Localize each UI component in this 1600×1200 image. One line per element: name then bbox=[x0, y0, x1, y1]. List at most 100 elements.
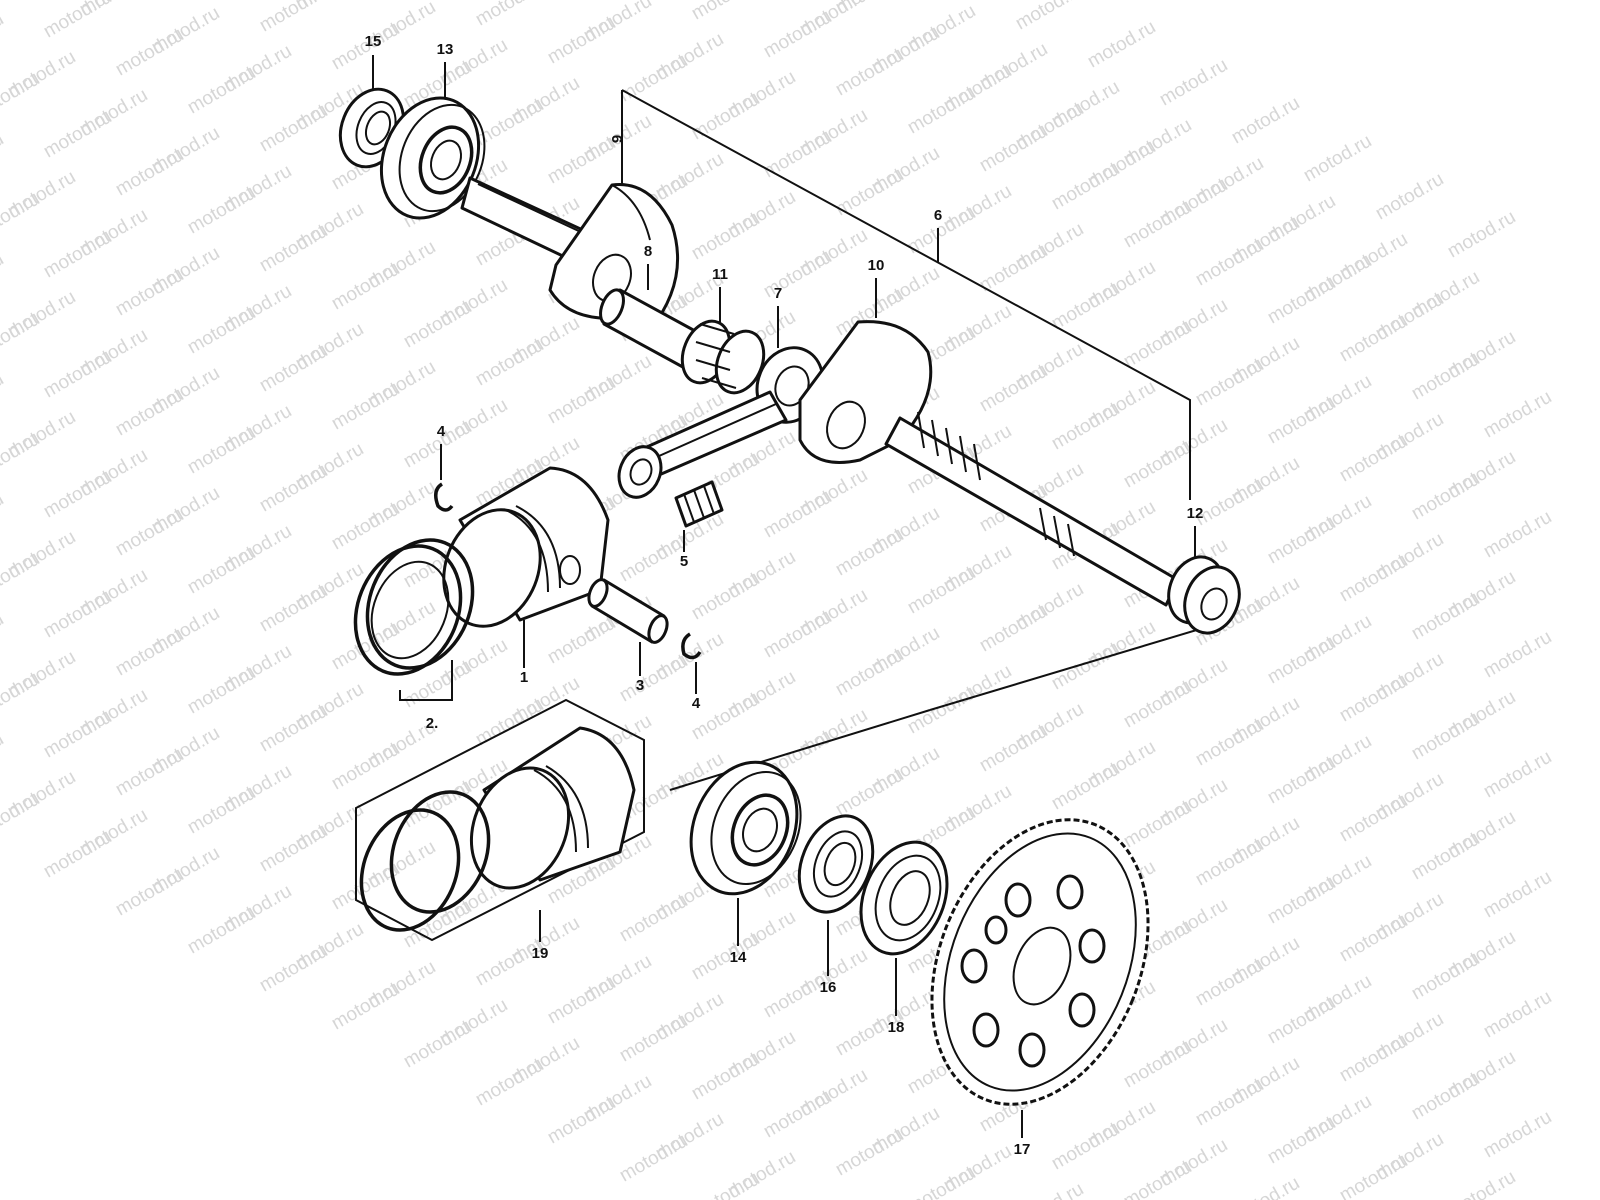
crank-half-right-10 bbox=[798, 320, 1180, 607]
watermark-text: motod.ru bbox=[1408, 589, 1483, 645]
watermark-text: motod.ru bbox=[544, 613, 619, 669]
watermark-layer: motod.rumotod.rumotod.rumotod.rumotod.ru… bbox=[0, 0, 1555, 1200]
watermark-text: motod.ru bbox=[256, 0, 331, 36]
watermark-text: motod.ru bbox=[400, 657, 475, 713]
callout-19: 19 bbox=[532, 945, 549, 962]
watermark-text: motod.ru bbox=[184, 423, 259, 479]
watermark-text: motod.ru bbox=[1480, 867, 1555, 923]
watermark-text: motod.ru bbox=[976, 721, 1051, 777]
circlip-4-upper bbox=[434, 482, 454, 512]
callout-10: 10 bbox=[868, 257, 885, 274]
watermark-text: motod.ru bbox=[1408, 709, 1483, 765]
callout-11: 11 bbox=[712, 266, 728, 283]
watermark-text: motod.ru bbox=[0, 249, 7, 305]
bearing-14 bbox=[689, 760, 802, 896]
watermark-text: motod.ru bbox=[616, 51, 691, 107]
oil-seal-16 bbox=[797, 814, 875, 914]
watermark-text: motod.ru bbox=[112, 25, 187, 81]
watermark-text: motod.ru bbox=[400, 777, 475, 833]
watermark-text: motod.ru bbox=[0, 369, 7, 425]
watermark-text: motod.ru bbox=[0, 789, 43, 845]
callout-leaders bbox=[372, 55, 1196, 1138]
watermark-text: motod.ru bbox=[472, 0, 547, 30]
watermark-text: motod.ru bbox=[400, 297, 475, 353]
watermark-text: motod.ru bbox=[1336, 911, 1411, 967]
watermark-text: motod.ru bbox=[616, 891, 691, 947]
watermark-text: motod.ru bbox=[0, 489, 7, 545]
watermark-text: motod.ru bbox=[1336, 671, 1411, 727]
watermark-text: motod.ru bbox=[688, 0, 763, 24]
watermark-text: motod.ru bbox=[688, 569, 763, 625]
watermark-text: motod.ru bbox=[184, 663, 259, 719]
watermark-text: motod.ru bbox=[1264, 513, 1339, 569]
watermark-text: motod.ru bbox=[544, 973, 619, 1029]
watermark-text: motod.ru bbox=[1480, 507, 1555, 563]
watermark-text: motod.ru bbox=[832, 525, 907, 581]
watermark-text: motod.ru bbox=[616, 1131, 691, 1187]
callout-12: 12 bbox=[1187, 505, 1204, 522]
watermark-text: motod.ru bbox=[976, 601, 1051, 657]
watermark-text: motod.ru bbox=[1336, 311, 1411, 367]
watermark-text: motod.ru bbox=[256, 581, 331, 637]
watermark-text: motod.ru bbox=[1084, 17, 1159, 73]
watermark-text: motod.ru bbox=[832, 165, 907, 221]
watermark-text: motod.ru bbox=[1192, 715, 1267, 771]
watermark-text: motod.ru bbox=[40, 227, 115, 283]
watermark-text: motod.ru bbox=[1336, 791, 1411, 847]
crank-half-left-9 bbox=[460, 176, 680, 332]
watermark-text: motod.ru bbox=[256, 221, 331, 277]
watermark-text: motod.ru bbox=[0, 729, 7, 785]
watermark-text: motod.ru bbox=[1336, 1151, 1411, 1200]
circlip-4-lower bbox=[681, 632, 702, 660]
watermark-text: motod.ru bbox=[1264, 873, 1339, 929]
watermark-text: motod.ru bbox=[112, 625, 187, 681]
watermark-text: motod.ru bbox=[328, 259, 403, 315]
watermark-text: motod.ru bbox=[256, 701, 331, 757]
watermark-text: motod.ru bbox=[616, 1011, 691, 1067]
watermark-text: motod.ru bbox=[1048, 159, 1123, 215]
piston-1 bbox=[442, 466, 610, 628]
callout-13: 13 bbox=[437, 41, 454, 58]
watermark-text: motod.ru bbox=[0, 549, 43, 605]
watermark-text: motod.ru bbox=[40, 707, 115, 763]
watermark-text: motod.ru bbox=[0, 609, 7, 665]
watermark-text: motod.ru bbox=[40, 587, 115, 643]
watermark-text: motod.ru bbox=[40, 827, 115, 883]
watermark-text: motod.ru bbox=[40, 0, 115, 42]
watermark-text: motod.ru bbox=[1156, 55, 1231, 111]
watermark-text: motod.ru bbox=[112, 745, 187, 801]
watermark-text: motod.ru bbox=[1120, 677, 1195, 733]
watermark-text: motod.ru bbox=[328, 379, 403, 435]
watermark-text: motod.ru bbox=[760, 247, 835, 303]
piston-rings-2 bbox=[353, 538, 475, 676]
small-end-bearing-5 bbox=[674, 480, 724, 528]
watermark-text: motod.ru bbox=[1120, 1157, 1195, 1200]
watermark-text: motod.ru bbox=[760, 7, 835, 63]
watermark-text: motod.ru bbox=[904, 683, 979, 739]
watermark-text: motod.ru bbox=[1480, 987, 1555, 1043]
watermark-text: motod.ru bbox=[1444, 1167, 1519, 1200]
piston-pin-3 bbox=[587, 578, 669, 644]
watermark-text: motod.ru bbox=[976, 241, 1051, 297]
watermark-text: motod.ru bbox=[1408, 1069, 1483, 1125]
watermark-text: motod.ru bbox=[544, 373, 619, 429]
watermark-text: motod.ru bbox=[184, 63, 259, 119]
watermark-text: motod.ru bbox=[0, 69, 43, 125]
watermark-text: motod.ru bbox=[0, 309, 43, 365]
callout-16: 16 bbox=[820, 979, 837, 996]
watermark-text: motod.ru bbox=[0, 0, 43, 4]
watermark-text: motod.ru bbox=[904, 1163, 979, 1200]
watermark-text: motod.ru bbox=[1012, 0, 1087, 34]
watermark-text: motod.ru bbox=[1336, 551, 1411, 607]
watermark-text: motod.ru bbox=[1336, 431, 1411, 487]
watermark-text: motod.ru bbox=[112, 865, 187, 921]
watermark-text: motod.ru bbox=[904, 563, 979, 619]
watermark-text: motod.ru bbox=[1048, 399, 1123, 455]
callout-3: 3 bbox=[636, 677, 644, 694]
watermark-text: motod.ru bbox=[472, 1055, 547, 1111]
callout-1: 1 bbox=[520, 669, 528, 686]
watermark-text: motod.ru bbox=[688, 1169, 763, 1200]
watermark-text: motod.ru bbox=[184, 903, 259, 959]
callout-14: 14 bbox=[730, 949, 747, 966]
watermark-text: motod.ru bbox=[0, 669, 43, 725]
